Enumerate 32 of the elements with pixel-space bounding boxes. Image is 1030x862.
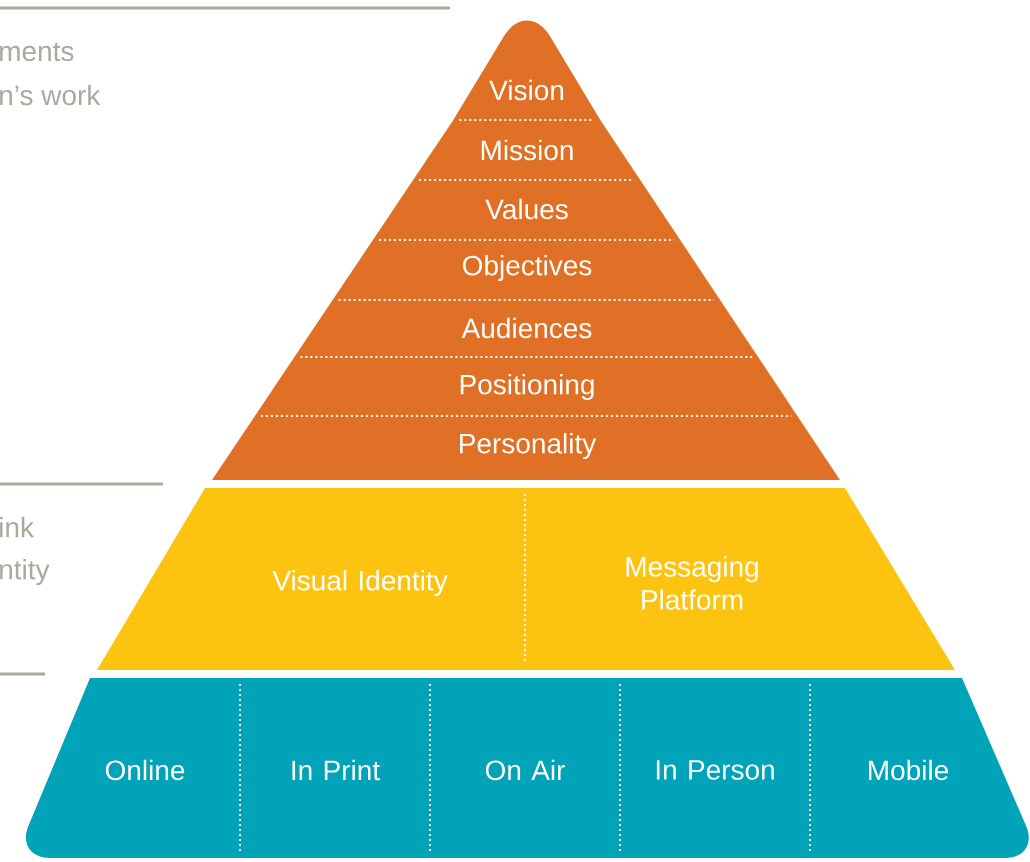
pyramid-tier: Messaging Platform	[525, 488, 955, 670]
node-label: Messaging Platform	[626, 556, 758, 610]
pyramid-tier: Mobile	[810, 678, 1029, 858]
node-label: Visual Identity	[272, 569, 448, 597]
node-label: Online	[105, 759, 185, 781]
side-text: n’s work	[0, 84, 101, 106]
node-label: Mobile	[869, 759, 948, 781]
node-label: Objectives	[462, 254, 592, 282]
node-label: Positioning	[460, 373, 594, 401]
pyramid-tier: Objectives	[332, 240, 721, 300]
node-label: Audiences	[461, 317, 592, 339]
pyramid-tier: Vision	[453, 20, 601, 120]
node-label: In Print	[292, 759, 380, 781]
pyramid-tier: Visual Identity	[97, 488, 525, 670]
node-label: Values	[485, 198, 568, 220]
side-text: ink	[0, 516, 34, 538]
pyramid-tier: Online	[25, 678, 240, 858]
node-label: On Air	[485, 759, 565, 781]
node-label: In Person	[656, 760, 774, 780]
node-label: Personality	[460, 432, 597, 460]
pyramid-tier: Audiences	[294, 300, 759, 357]
pyramid-tier: Personality	[212, 416, 840, 480]
pyramid-tier: In Person	[620, 678, 810, 858]
side-text: ments	[0, 42, 74, 62]
pyramid-tier: On Air	[430, 678, 620, 858]
side-text: ntity	[0, 558, 50, 586]
pyramid-tier: In Print	[240, 678, 430, 858]
pyramid-tier: Values	[372, 180, 681, 240]
pyramid-tier: Positioning	[254, 357, 798, 416]
node-label: Vision	[489, 79, 564, 101]
pyramid-tier: Mission	[413, 120, 641, 180]
node-label: Mission	[481, 139, 573, 161]
